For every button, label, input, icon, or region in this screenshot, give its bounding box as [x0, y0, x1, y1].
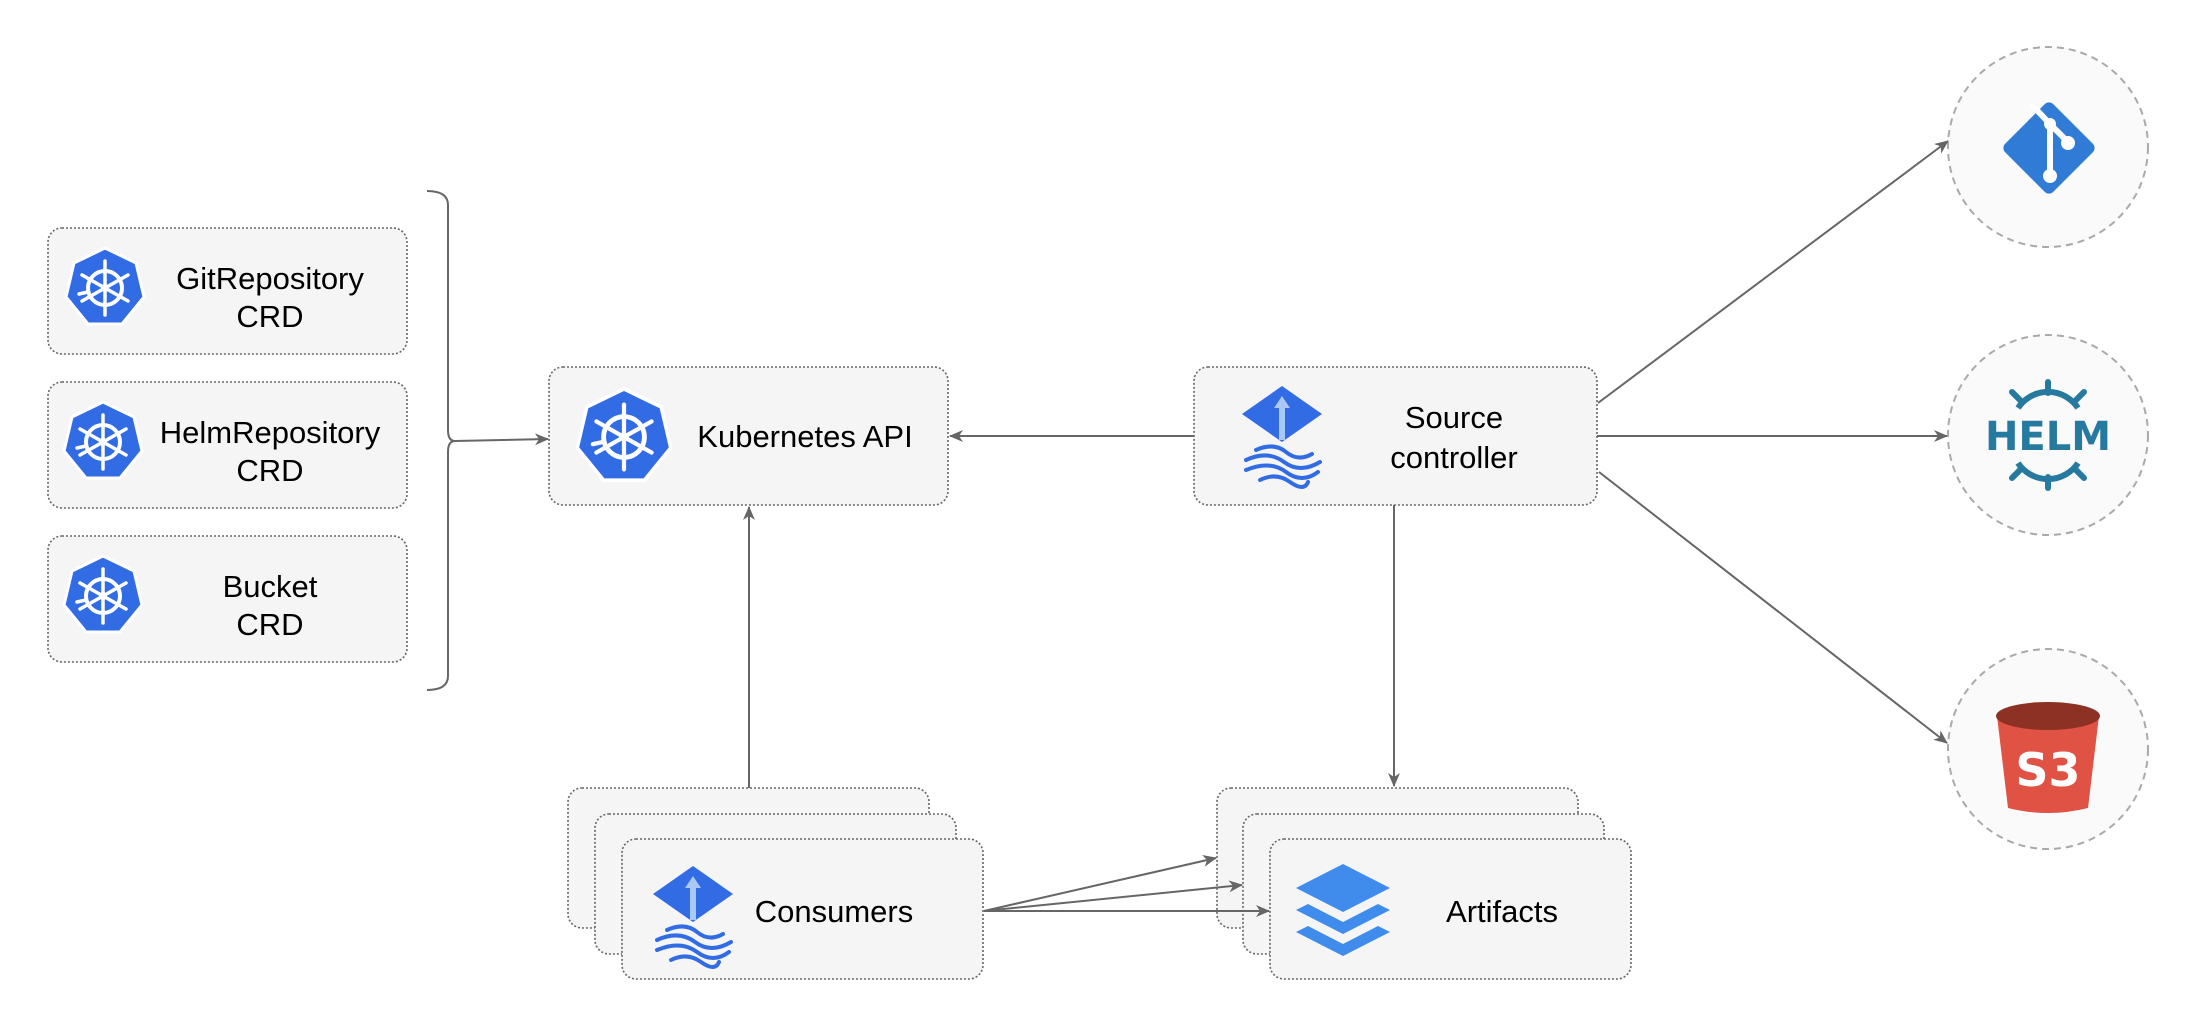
git-source[interactable]	[1947, 46, 2149, 248]
crd-group-bracket	[426, 190, 456, 691]
crd-type: CRD	[236, 607, 303, 642]
crd-name: HelmRepository	[160, 415, 381, 450]
git-icon	[2003, 102, 2095, 194]
helm-icon: HELM	[1985, 379, 2111, 491]
helm-source[interactable]: HELM	[1947, 334, 2149, 536]
crd-name: GitRepository	[176, 261, 364, 296]
edge-crds-to-api	[454, 433, 549, 446]
consumers-label: Consumers	[755, 894, 914, 929]
source-controller-label-line1: Source	[1405, 400, 1503, 435]
crd-type: CRD	[236, 299, 303, 334]
kubernetes-api-node[interactable]: Kubernetes API	[548, 366, 949, 506]
edge-controller-to-git	[1597, 140, 1949, 404]
crd-name: Bucket	[223, 569, 318, 604]
s3-source[interactable]: S3	[1947, 648, 2149, 850]
edge-controller-to-s3	[1598, 471, 1948, 744]
edge-consumers-to-artifact-1	[983, 855, 1217, 912]
s3-bucket-icon: S3	[1996, 702, 2100, 813]
crd-gitrepository[interactable]: GitRepository CRD	[47, 227, 408, 355]
crd-type: CRD	[236, 453, 303, 488]
source-controller-label-line2: controller	[1390, 440, 1518, 475]
layers-icon	[1296, 864, 1390, 956]
s3-logo-text: S3	[2015, 743, 2080, 797]
helm-logo-text: HELM	[1985, 414, 2111, 460]
consumers-node[interactable]: Consumers	[567, 787, 984, 980]
artifacts-label: Artifacts	[1446, 894, 1558, 929]
consumer-card-front	[621, 838, 984, 980]
kubernetes-api-label: Kubernetes API	[697, 419, 912, 454]
crd-helmrepository[interactable]: HelmRepository CRD	[47, 381, 408, 509]
source-controller-node[interactable]: Source controller	[1193, 366, 1598, 506]
artifacts-node[interactable]: Artifacts	[1216, 787, 1632, 980]
crd-bucket[interactable]: Bucket CRD	[47, 535, 408, 663]
edge-consumers-to-artifact-2	[983, 880, 1243, 912]
